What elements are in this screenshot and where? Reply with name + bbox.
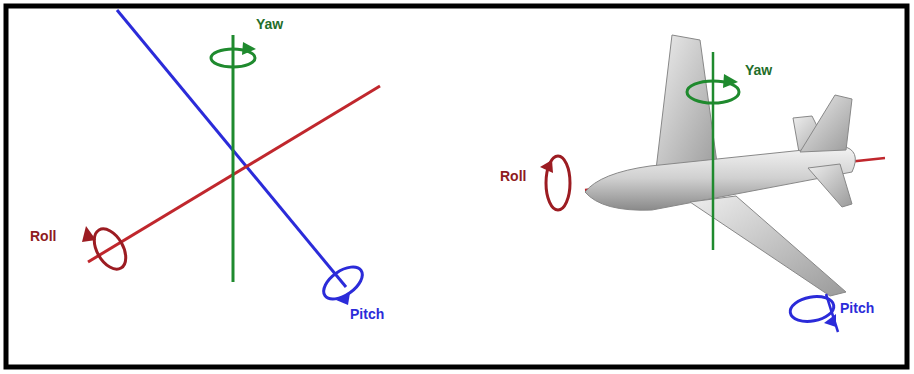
pitch-label: Pitch (350, 306, 384, 322)
pitch-label: Pitch (840, 300, 874, 316)
airplane-illustration (540, 35, 885, 332)
roll-label: Roll (500, 168, 526, 184)
yaw-label: Yaw (745, 62, 772, 78)
yaw-label: Yaw (256, 16, 283, 32)
frame-border (6, 6, 907, 367)
roll-label: Roll (30, 228, 56, 244)
axis-set (82, 10, 380, 305)
